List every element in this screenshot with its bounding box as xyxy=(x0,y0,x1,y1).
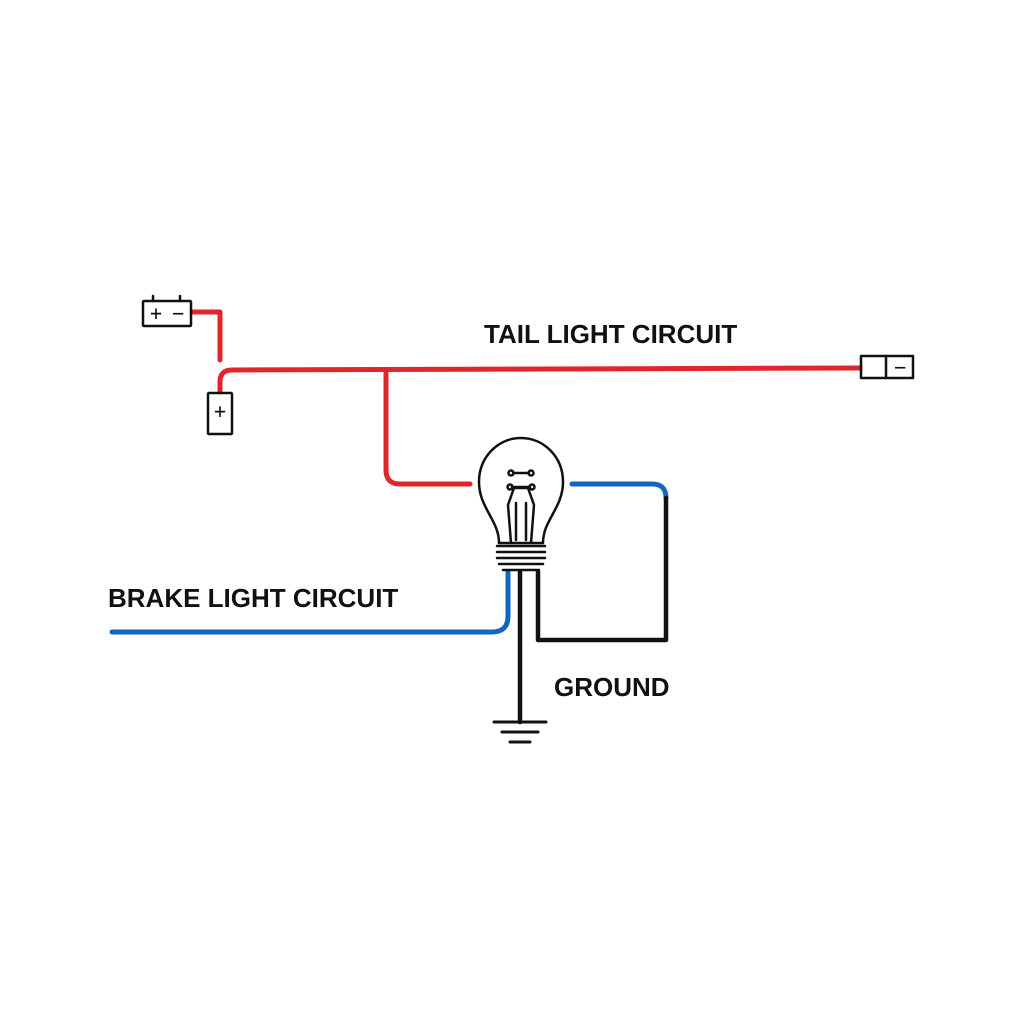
connector-minus-symbol: − xyxy=(894,355,906,379)
bulb-filament-left xyxy=(506,486,516,545)
bulb-glass xyxy=(477,436,565,545)
bulb-filament-inner xyxy=(510,486,532,542)
brake-light-wiring xyxy=(109,481,669,635)
tail-wire-main-run xyxy=(217,365,863,395)
connector-icon: − xyxy=(859,354,915,380)
tail-light-wiring xyxy=(189,309,863,487)
battery-plus-symbol: + xyxy=(150,301,162,325)
bulb-screw-base xyxy=(495,544,547,572)
ground-label: GROUND xyxy=(554,672,670,702)
ground-wire-loop xyxy=(535,495,669,643)
ground-symbol-icon xyxy=(492,720,548,744)
tail-light-circuit-label: TAIL LIGHT CIRCUIT xyxy=(484,319,737,349)
battery-minus-symbol: − xyxy=(172,301,184,325)
bulb-icon xyxy=(477,436,565,572)
brake-wire-bulb-right xyxy=(569,481,669,501)
fuse-plus-symbol: + xyxy=(214,399,226,423)
bulb-filament-right xyxy=(526,486,536,545)
brake-wire-left-run xyxy=(109,569,511,635)
tail-wire-battery-to-junction xyxy=(189,309,223,363)
ground-wiring xyxy=(517,495,669,725)
tail-wire-to-bulb xyxy=(383,367,473,487)
fuse-icon: + xyxy=(206,391,234,436)
brake-light-circuit-label: BRAKE LIGHT CIRCUIT xyxy=(108,583,398,613)
battery-icon: + − xyxy=(141,294,193,328)
